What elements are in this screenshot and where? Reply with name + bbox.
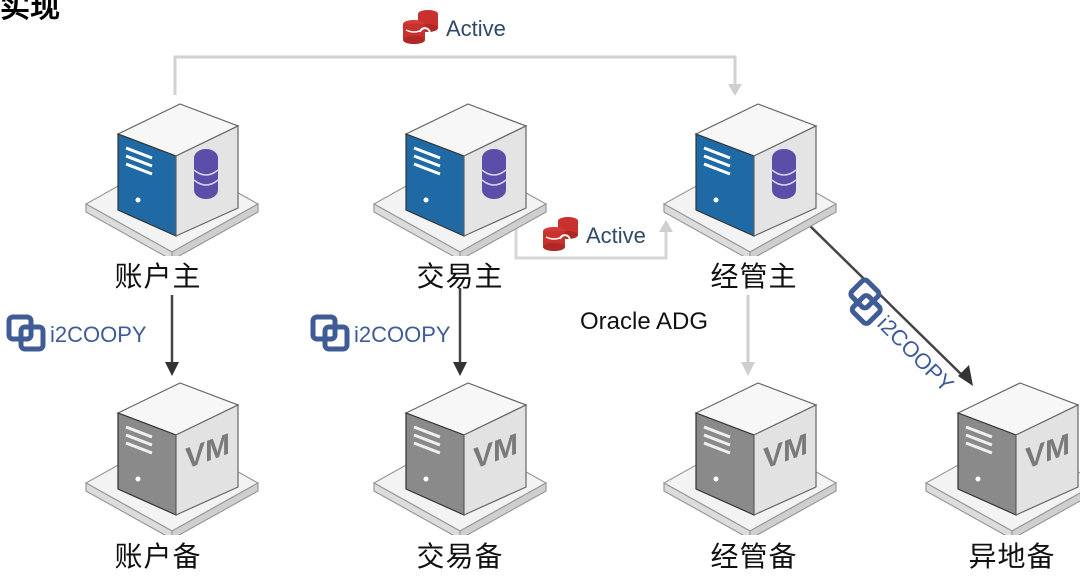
coopy-badge-middle: i2COOPY — [310, 314, 451, 356]
label-trade-primary: 交易主 — [416, 260, 504, 293]
adg-arrowhead — [741, 362, 755, 376]
coopy-left-arrowhead — [165, 362, 179, 376]
oracle-adg-label: Oracle ADG — [580, 308, 709, 335]
server-account-primary[interactable] — [82, 96, 262, 262]
database-server-icon — [662, 103, 838, 262]
coopy-label-left: i2COOPY — [50, 322, 147, 347]
server-remote-standby[interactable]: VM — [922, 375, 1080, 541]
vm-server-icon: VM — [84, 382, 260, 541]
server-account-standby[interactable]: VM — [82, 375, 262, 541]
active-label-top: Active — [446, 16, 506, 41]
vm-server-icon: VM — [372, 382, 548, 541]
active-badge-top: Active — [400, 8, 506, 50]
coopy-middle-arrowhead — [453, 362, 467, 376]
database-server-icon — [372, 103, 548, 262]
active-middle-arrowhead — [659, 220, 673, 232]
active-badge-middle: Active — [540, 215, 646, 257]
label-account-primary: 账户主 — [114, 260, 202, 293]
coopy-label-middle: i2COOPY — [354, 322, 451, 347]
coopy-diagonal-arrowhead — [958, 365, 973, 386]
server-trade-standby[interactable]: VM — [370, 375, 550, 541]
server-mgmt-standby[interactable]: VM — [660, 375, 840, 541]
coopy-diagonal-connector — [807, 223, 966, 379]
i2coopy-logo-icon — [310, 314, 352, 356]
label-mgmt-primary: 经管主 — [710, 260, 798, 293]
server-mgmt-primary[interactable] — [660, 96, 840, 262]
label-mgmt-standby: 经管备 — [710, 540, 798, 573]
db-sync-icon — [400, 8, 444, 50]
i2coopy-logo-icon — [6, 314, 48, 356]
label-trade-standby: 交易备 — [416, 540, 504, 573]
label-account-standby: 账户备 — [114, 540, 202, 573]
coopy-badge-diagonal: i2COOPY — [835, 274, 964, 403]
active-top-arrowhead — [728, 84, 742, 96]
active-label-middle: Active — [586, 223, 646, 248]
i2coopy-logo-icon — [835, 274, 894, 333]
server-trade-primary[interactable] — [370, 96, 550, 262]
label-remote-standby: 异地备 — [968, 540, 1056, 573]
heading-fragment: 实现 — [0, 0, 60, 25]
vm-server-icon: VM — [924, 382, 1080, 541]
db-sync-icon — [540, 215, 584, 257]
database-server-icon — [84, 103, 260, 262]
coopy-badge-left: i2COOPY — [6, 314, 147, 356]
active-middle-connector — [514, 228, 668, 260]
vm-server-icon: VM — [662, 382, 838, 541]
active-top-connector — [173, 55, 737, 95]
